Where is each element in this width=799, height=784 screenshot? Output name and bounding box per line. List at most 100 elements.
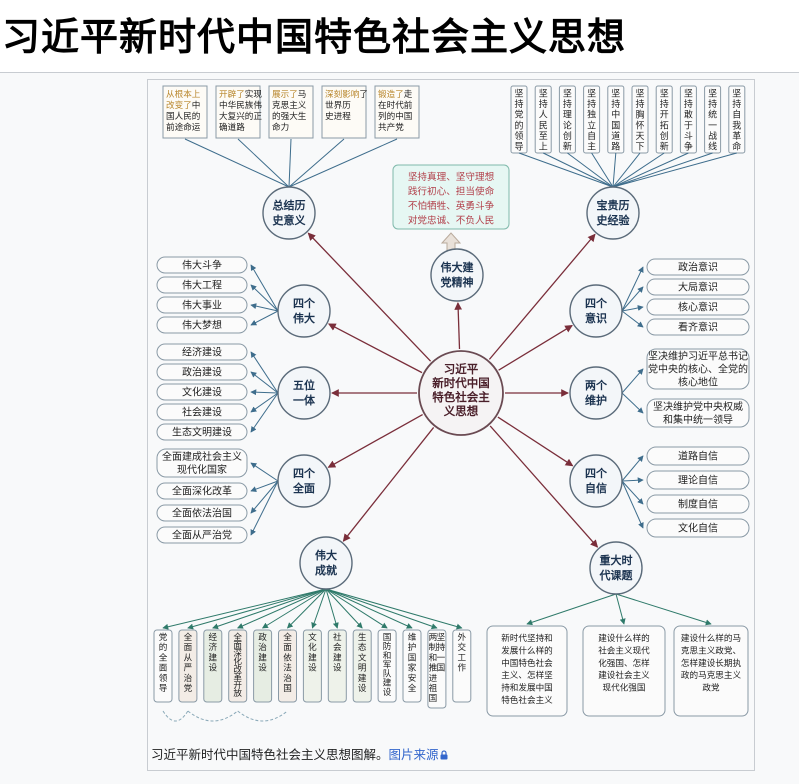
history-item-text: 马 xyxy=(298,89,307,100)
svg-text:治: 治 xyxy=(283,672,292,684)
history-link xyxy=(288,138,292,188)
five-in-one-item-link xyxy=(250,389,279,396)
spoke-major_issues xyxy=(489,425,599,548)
svg-text:经: 经 xyxy=(208,631,217,643)
svg-text:敢: 敢 xyxy=(684,109,693,121)
history-item-text: 世界历 xyxy=(325,99,351,111)
two-safeguards-item-label: 党中央的核心、全党的 xyxy=(648,363,748,376)
five-in-one-item-link xyxy=(250,351,279,394)
svg-text:设: 设 xyxy=(208,663,217,674)
svg-text:队: 队 xyxy=(383,668,392,680)
svg-text:面: 面 xyxy=(233,640,242,651)
svg-text:全: 全 xyxy=(184,631,193,643)
svg-text:建: 建 xyxy=(258,651,267,663)
two-safeguards-item xyxy=(646,398,750,428)
achievement-item-box xyxy=(377,629,397,703)
svg-text:坚: 坚 xyxy=(611,89,620,100)
four-great-item xyxy=(156,296,248,314)
caption-text: 习近平新时代中国特色社会主义思想图解。 xyxy=(151,747,389,762)
hub-history-significance-label: 史意义 xyxy=(273,213,307,227)
four-confidence-item-link xyxy=(621,455,644,482)
hub-four-consciousness xyxy=(569,284,623,338)
four-comprehensive-item-label: 全面建成社会主义 xyxy=(162,450,242,463)
hub-valuable-experience-label: 宝贵历 xyxy=(597,198,630,212)
hub-four-consciousness-label: 意识 xyxy=(585,311,607,325)
history-link xyxy=(288,138,345,188)
hub-four-comprehensive-label: 全面 xyxy=(292,481,315,495)
hub-two-safeguards-label: 两个 xyxy=(585,378,608,392)
four-comprehensive-item xyxy=(156,448,248,478)
center-node-label: 义思想 xyxy=(444,404,479,418)
svg-text:文: 文 xyxy=(308,631,317,643)
hub-history-significance xyxy=(262,186,316,240)
four-confidence-item-label: 道路自信 xyxy=(678,450,718,463)
achievement-loop xyxy=(237,710,288,722)
svg-text:建: 建 xyxy=(383,677,392,689)
svg-text:拓: 拓 xyxy=(660,119,669,131)
major-issue-label: 社会主义现代 xyxy=(598,644,650,656)
svg-text:全: 全 xyxy=(233,631,242,643)
four-great-item-label: 伟大工程 xyxy=(182,279,222,292)
hub-major-issues xyxy=(589,541,643,595)
svg-text:家: 家 xyxy=(408,662,417,674)
svg-text:持: 持 xyxy=(563,98,572,110)
svg-text:革: 革 xyxy=(732,130,741,142)
spoke-history xyxy=(307,232,432,362)
svg-text:设: 设 xyxy=(308,663,317,674)
four-consciousness-item-label: 核心意识 xyxy=(678,301,718,314)
svg-text:统: 统 xyxy=(708,109,717,121)
achievement-link xyxy=(187,588,327,630)
svg-text:天: 天 xyxy=(635,132,644,142)
svg-text:一: 一 xyxy=(437,653,446,663)
five-in-one-item-label: 经济建设 xyxy=(182,346,222,359)
svg-text:济: 济 xyxy=(208,641,217,653)
history-item-highlight: 改变了 xyxy=(166,99,192,111)
history-item-highlight: 从根本上 xyxy=(166,88,201,100)
svg-text:路: 路 xyxy=(611,141,620,153)
four-great-item xyxy=(156,276,248,294)
svg-text:斗: 斗 xyxy=(684,131,693,142)
svg-text:设: 设 xyxy=(258,663,267,674)
two-safeguards-item-link xyxy=(621,368,644,394)
four-comprehensive-item-link xyxy=(250,480,279,536)
five-in-one-item-link xyxy=(250,392,279,413)
svg-text:持: 持 xyxy=(684,98,693,110)
hub-five-in-one xyxy=(277,366,331,420)
hub-two-safeguards-label: 维护 xyxy=(585,393,607,407)
center-node xyxy=(418,350,504,436)
experience-link xyxy=(612,152,737,188)
svg-text:建: 建 xyxy=(358,672,367,684)
svg-text:立: 立 xyxy=(587,119,596,131)
spirit-text-line: 践行初心、担当使命 xyxy=(408,186,495,198)
history-item-highlight: 展示了 xyxy=(272,89,298,100)
page-title-bar: 习近平新时代中国特色社会主义思想 xyxy=(0,0,799,72)
four-confidence-item-label: 理论自信 xyxy=(678,474,718,487)
svg-text:文: 文 xyxy=(358,651,367,663)
center-node-label: 习近平 xyxy=(444,362,479,376)
four-consciousness-item xyxy=(646,318,750,336)
major-issue-label: 中国特色社会 xyxy=(501,657,553,669)
achievement-loop xyxy=(187,710,239,722)
history-link xyxy=(184,138,290,188)
experience-link xyxy=(612,152,617,188)
svg-text:坚: 坚 xyxy=(514,89,523,100)
four-confidence-item xyxy=(646,518,750,538)
svg-text:理: 理 xyxy=(563,110,572,121)
major-issue-label: 建设什么样的 xyxy=(598,632,650,644)
achievement-item-box xyxy=(352,629,372,703)
svg-text:国: 国 xyxy=(429,693,438,704)
major-issue-box xyxy=(673,625,749,717)
achievement-item-label: 全面从严治党 xyxy=(184,631,193,694)
svg-text:争: 争 xyxy=(684,141,693,153)
experience-item-box xyxy=(583,85,601,154)
hub-history-significance-label: 总结历 xyxy=(273,198,306,212)
image-source-link[interactable]: 图片来源 xyxy=(388,747,439,762)
svg-text:两: 两 xyxy=(429,632,438,643)
svg-text:国: 国 xyxy=(408,652,417,663)
achievement-item-box xyxy=(402,629,422,703)
